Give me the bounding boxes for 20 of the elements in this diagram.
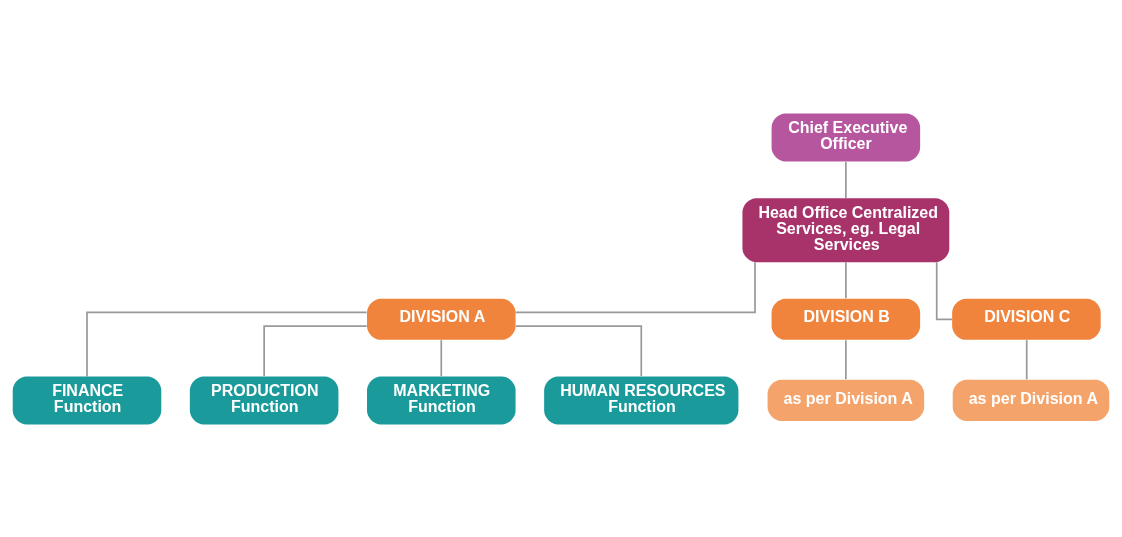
node-box: FINANCE Function bbox=[12, 375, 162, 424]
node-box: Head Office Centralized Services, eg. Legal Services bbox=[742, 197, 950, 262]
connector bbox=[514, 324, 643, 377]
connector bbox=[845, 260, 847, 299]
connector bbox=[440, 338, 443, 377]
connector bbox=[263, 324, 368, 377]
node-box: as per Division A bbox=[767, 379, 925, 421]
connector bbox=[86, 311, 368, 377]
connector bbox=[514, 260, 756, 313]
node-box: as per Division A bbox=[952, 379, 1110, 421]
node-box: Chief Executive Officer bbox=[771, 113, 921, 162]
connector bbox=[845, 160, 847, 199]
node-box: DIVISION B bbox=[771, 298, 921, 340]
connector bbox=[1025, 338, 1028, 380]
connector bbox=[845, 338, 847, 380]
node-box: PRODUCTION Function bbox=[189, 375, 339, 424]
node-box: DIVISION C bbox=[952, 298, 1101, 340]
node-box: DIVISION A bbox=[367, 298, 516, 340]
node-box: HUMAN RESOURCES Function bbox=[544, 375, 739, 424]
node-box: MARKETING Function bbox=[367, 375, 516, 424]
